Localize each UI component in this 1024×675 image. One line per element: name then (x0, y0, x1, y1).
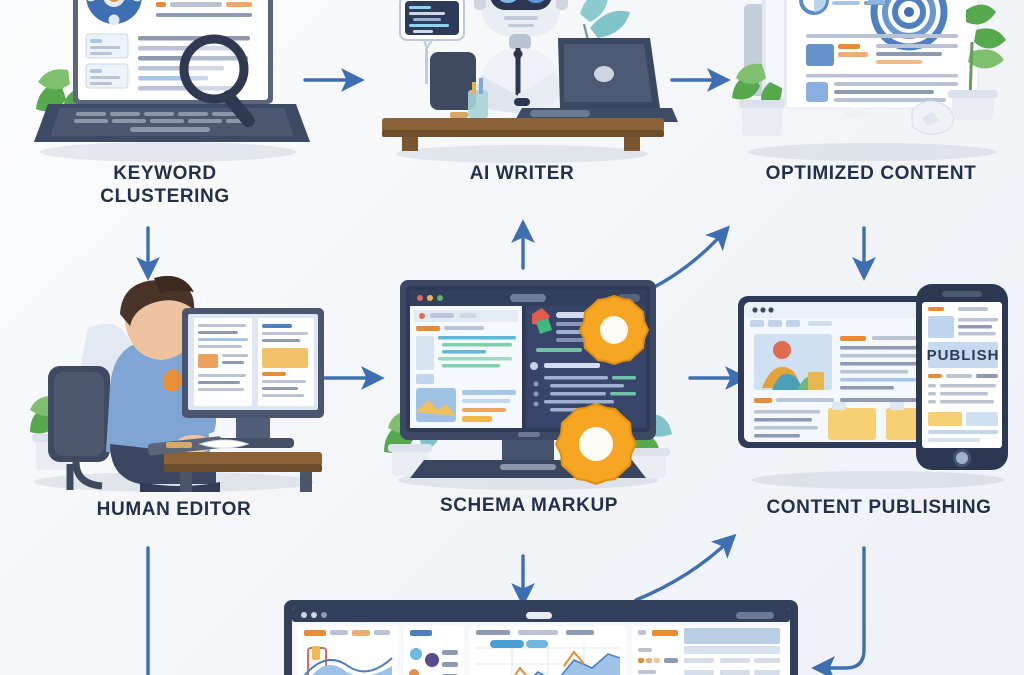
node-label-ai-writer: AI WRITER (469, 163, 575, 184)
node-label-schema-markup: SCHEMA MARKUP (439, 495, 619, 516)
monitor-icon (182, 308, 324, 448)
plant-icon (732, 63, 785, 136)
analytics-dashboard-illustration (284, 600, 798, 675)
smartphone-icon: PUBLISH (916, 284, 1008, 470)
laptop-icon (514, 38, 678, 122)
node-label-optimized-content: OPTIMIZED CONTENT (765, 163, 977, 184)
node-label-content-publishing: CONTENT PUBLISHING (766, 497, 992, 518)
office-chair-icon (48, 366, 110, 490)
document-with-target-illustration (732, 0, 1006, 161)
plant-icon (948, 4, 1006, 120)
robot-typing-on-laptop-illustration (382, 0, 678, 163)
gear-icon (554, 402, 638, 486)
tablet-and-phone-illustration: PUBLISH (738, 284, 1008, 489)
person-at-desktop-illustration (30, 275, 324, 492)
gear-icon (578, 294, 650, 366)
robot-icon (474, 0, 568, 114)
magnifying-glass-icon (179, 34, 256, 128)
node-label-human-editor: HUMAN EDITOR (96, 499, 252, 520)
arrow-publishing-to-analytics (811, 546, 866, 675)
laptop-with-document-and-magnifying-glass-illustration (34, 0, 310, 162)
svg-text:PUBLISH: PUBLISH (927, 347, 1000, 364)
monitor-with-code-and-gears-illustration (384, 280, 672, 490)
node-label-keyword-clustering: KEYWORD CLUSTERING (100, 163, 230, 208)
code-bubble-icon (399, 0, 465, 84)
arrow-analytics-to-publishing (634, 533, 737, 602)
